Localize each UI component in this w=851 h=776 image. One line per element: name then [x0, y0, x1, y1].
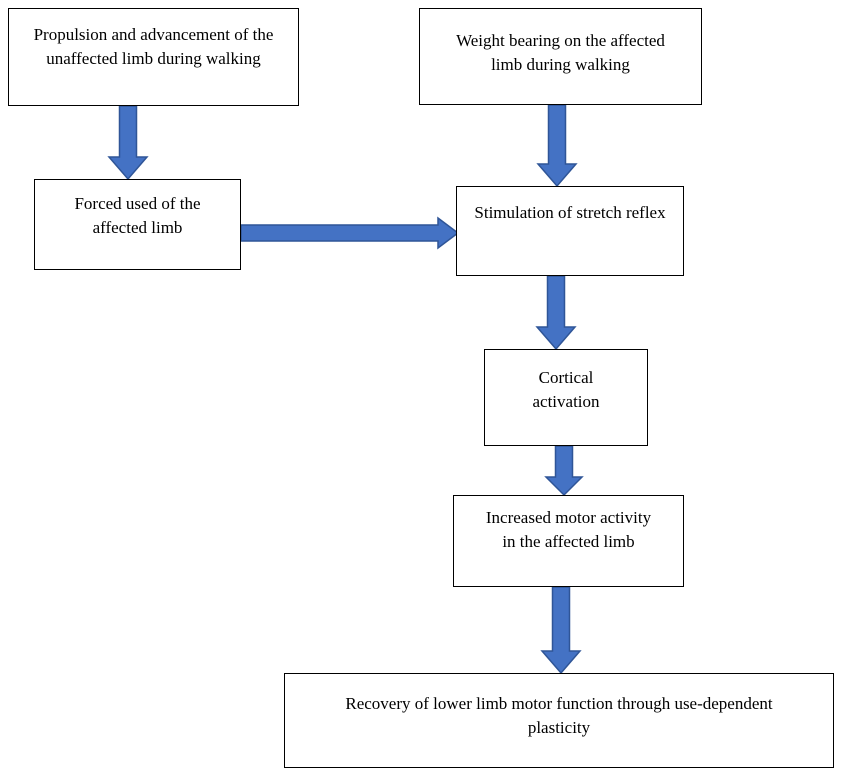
node-forced-use: Forced used of the affected limb	[34, 179, 241, 270]
node-motor-activity: Increased motor activity in the affected…	[453, 495, 684, 587]
node-forced-use-label: Forced used of the affected limb	[74, 194, 201, 237]
arrow-cortical-to-motor-activity	[544, 445, 584, 497]
arrow-stretch-reflex-to-cortical	[535, 275, 577, 351]
node-stretch-reflex-label: Stimulation of stretch reflex	[474, 203, 666, 222]
node-stretch-reflex: Stimulation of stretch reflex	[456, 186, 684, 276]
arrow-forced-use-to-stretch-reflex	[240, 216, 460, 250]
node-propulsion: Propulsion and advancement of the unaffe…	[8, 8, 299, 106]
node-recovery-label: Recovery of lower limb motor function th…	[345, 694, 773, 737]
node-cortical: Cortical activation	[484, 349, 648, 446]
node-recovery: Recovery of lower limb motor function th…	[284, 673, 834, 768]
node-weight-bearing-label: Weight bearing on the affected limb duri…	[456, 31, 665, 74]
arrow-propulsion-to-forced-use	[107, 105, 149, 181]
node-cortical-label: Cortical activation	[532, 368, 600, 411]
node-weight-bearing: Weight bearing on the affected limb duri…	[419, 8, 702, 105]
arrow-motor-activity-to-recovery	[540, 586, 582, 675]
node-propulsion-label: Propulsion and advancement of the unaffe…	[33, 25, 274, 68]
node-motor-activity-label: Increased motor activity in the affected…	[485, 508, 652, 551]
arrow-weight-bearing-to-stretch-reflex	[536, 104, 578, 188]
